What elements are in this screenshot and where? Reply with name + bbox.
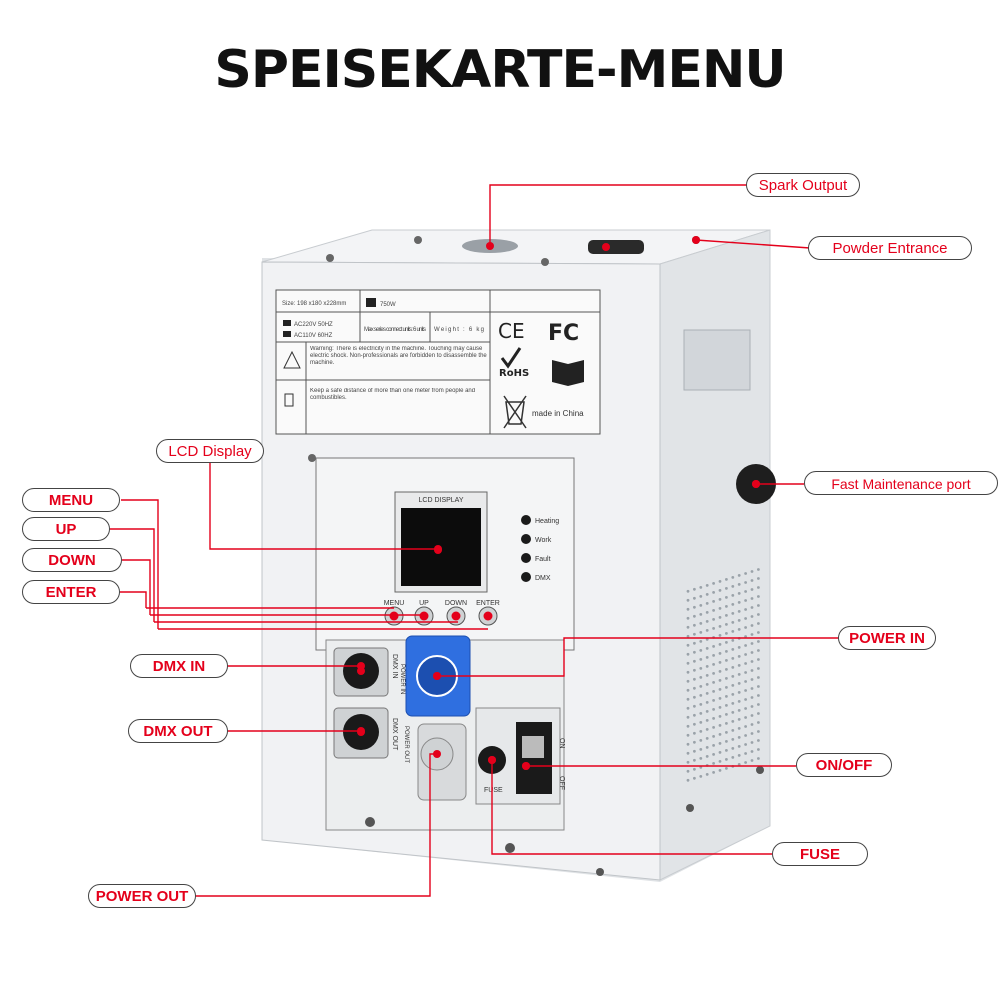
on-print: ON [558,738,565,749]
off-print: OFF [558,776,565,790]
machine-side [659,229,771,881]
button-print-label: UP [419,600,429,607]
plate-series: Max series connect units: 6 units [364,327,426,333]
side-vents [686,568,760,782]
fc-mark: FC [548,321,579,346]
callout-dmx-out: DMX OUT [128,719,228,743]
button-print-label: MENU [384,600,405,607]
led-heating [521,515,531,525]
led-dmx [521,572,531,582]
power-out-print: POWER OUT [403,726,409,763]
callout-powder-entrance: Powder Entrance [808,236,972,260]
button-marker [419,611,429,621]
manual-book-icon [552,360,584,386]
callout-menu: MENU [22,488,120,512]
side-handle [683,329,751,391]
dmx-in-print: DMX IN [391,654,398,679]
button-marker [389,611,399,621]
button-print-label: ENTER [476,600,500,607]
plate-power: 750W [380,302,396,308]
plate-voltage-1: AC220V 50HZ [294,322,333,328]
powder-entrance-cap [588,240,644,254]
button-print-label: DOWN [445,600,467,607]
callout-down: DOWN [22,548,122,572]
fuse-print: FUSE [484,787,503,794]
callout-enter: ENTER [22,580,120,604]
plate-made-in: made in China [532,409,584,418]
led-label: Heating [535,518,559,525]
led-label: DMX [535,575,551,582]
plate-voltage-2: AC110V 60HZ [294,333,333,339]
panel-buttons: MENU UP DOWN ENTER [384,600,500,626]
warning-icon [283,350,301,369]
rohs-check-icon [500,347,522,369]
callout-spark-output: Spark Output [746,173,860,197]
led-fault [521,553,531,563]
button-marker [483,611,493,621]
callout-lcd-display: LCD Display [156,439,264,463]
callout-fast-maintenance-port: Fast Maintenance port [804,471,998,495]
callout-power-in: POWER IN [838,626,936,650]
plate-size: Size: 198 x180 x228mm [282,301,346,307]
page-title: SPEISEKARTE-MENU [214,40,786,100]
distance-icon [284,393,294,407]
callout-dmx-in: DMX IN [130,654,228,678]
lcd-display-header: LCD DISPLAY [419,497,464,504]
callout-power-out: POWER OUT [88,884,196,908]
weee-bin-icon [503,395,527,429]
callout-on-off: ON/OFF [796,753,892,777]
rohs-mark: RoHS [499,368,529,379]
label-plate [275,289,601,435]
dmx-out-print: DMX OUT [391,718,398,751]
power-in-print: POWER IN [399,664,405,694]
led-label: Work [535,537,552,544]
ce-mark: CE [498,319,525,343]
plate-distance: Keep a safe distance of more than one me… [310,388,476,401]
callout-fuse: FUSE [772,842,868,866]
plate-warning: Warning: There is electricity in the mac… [310,346,487,366]
led-work [521,534,531,544]
led-label: Fault [535,556,551,563]
button-marker [451,611,461,621]
callout-up: UP [22,517,110,541]
leader-dots [357,236,760,770]
